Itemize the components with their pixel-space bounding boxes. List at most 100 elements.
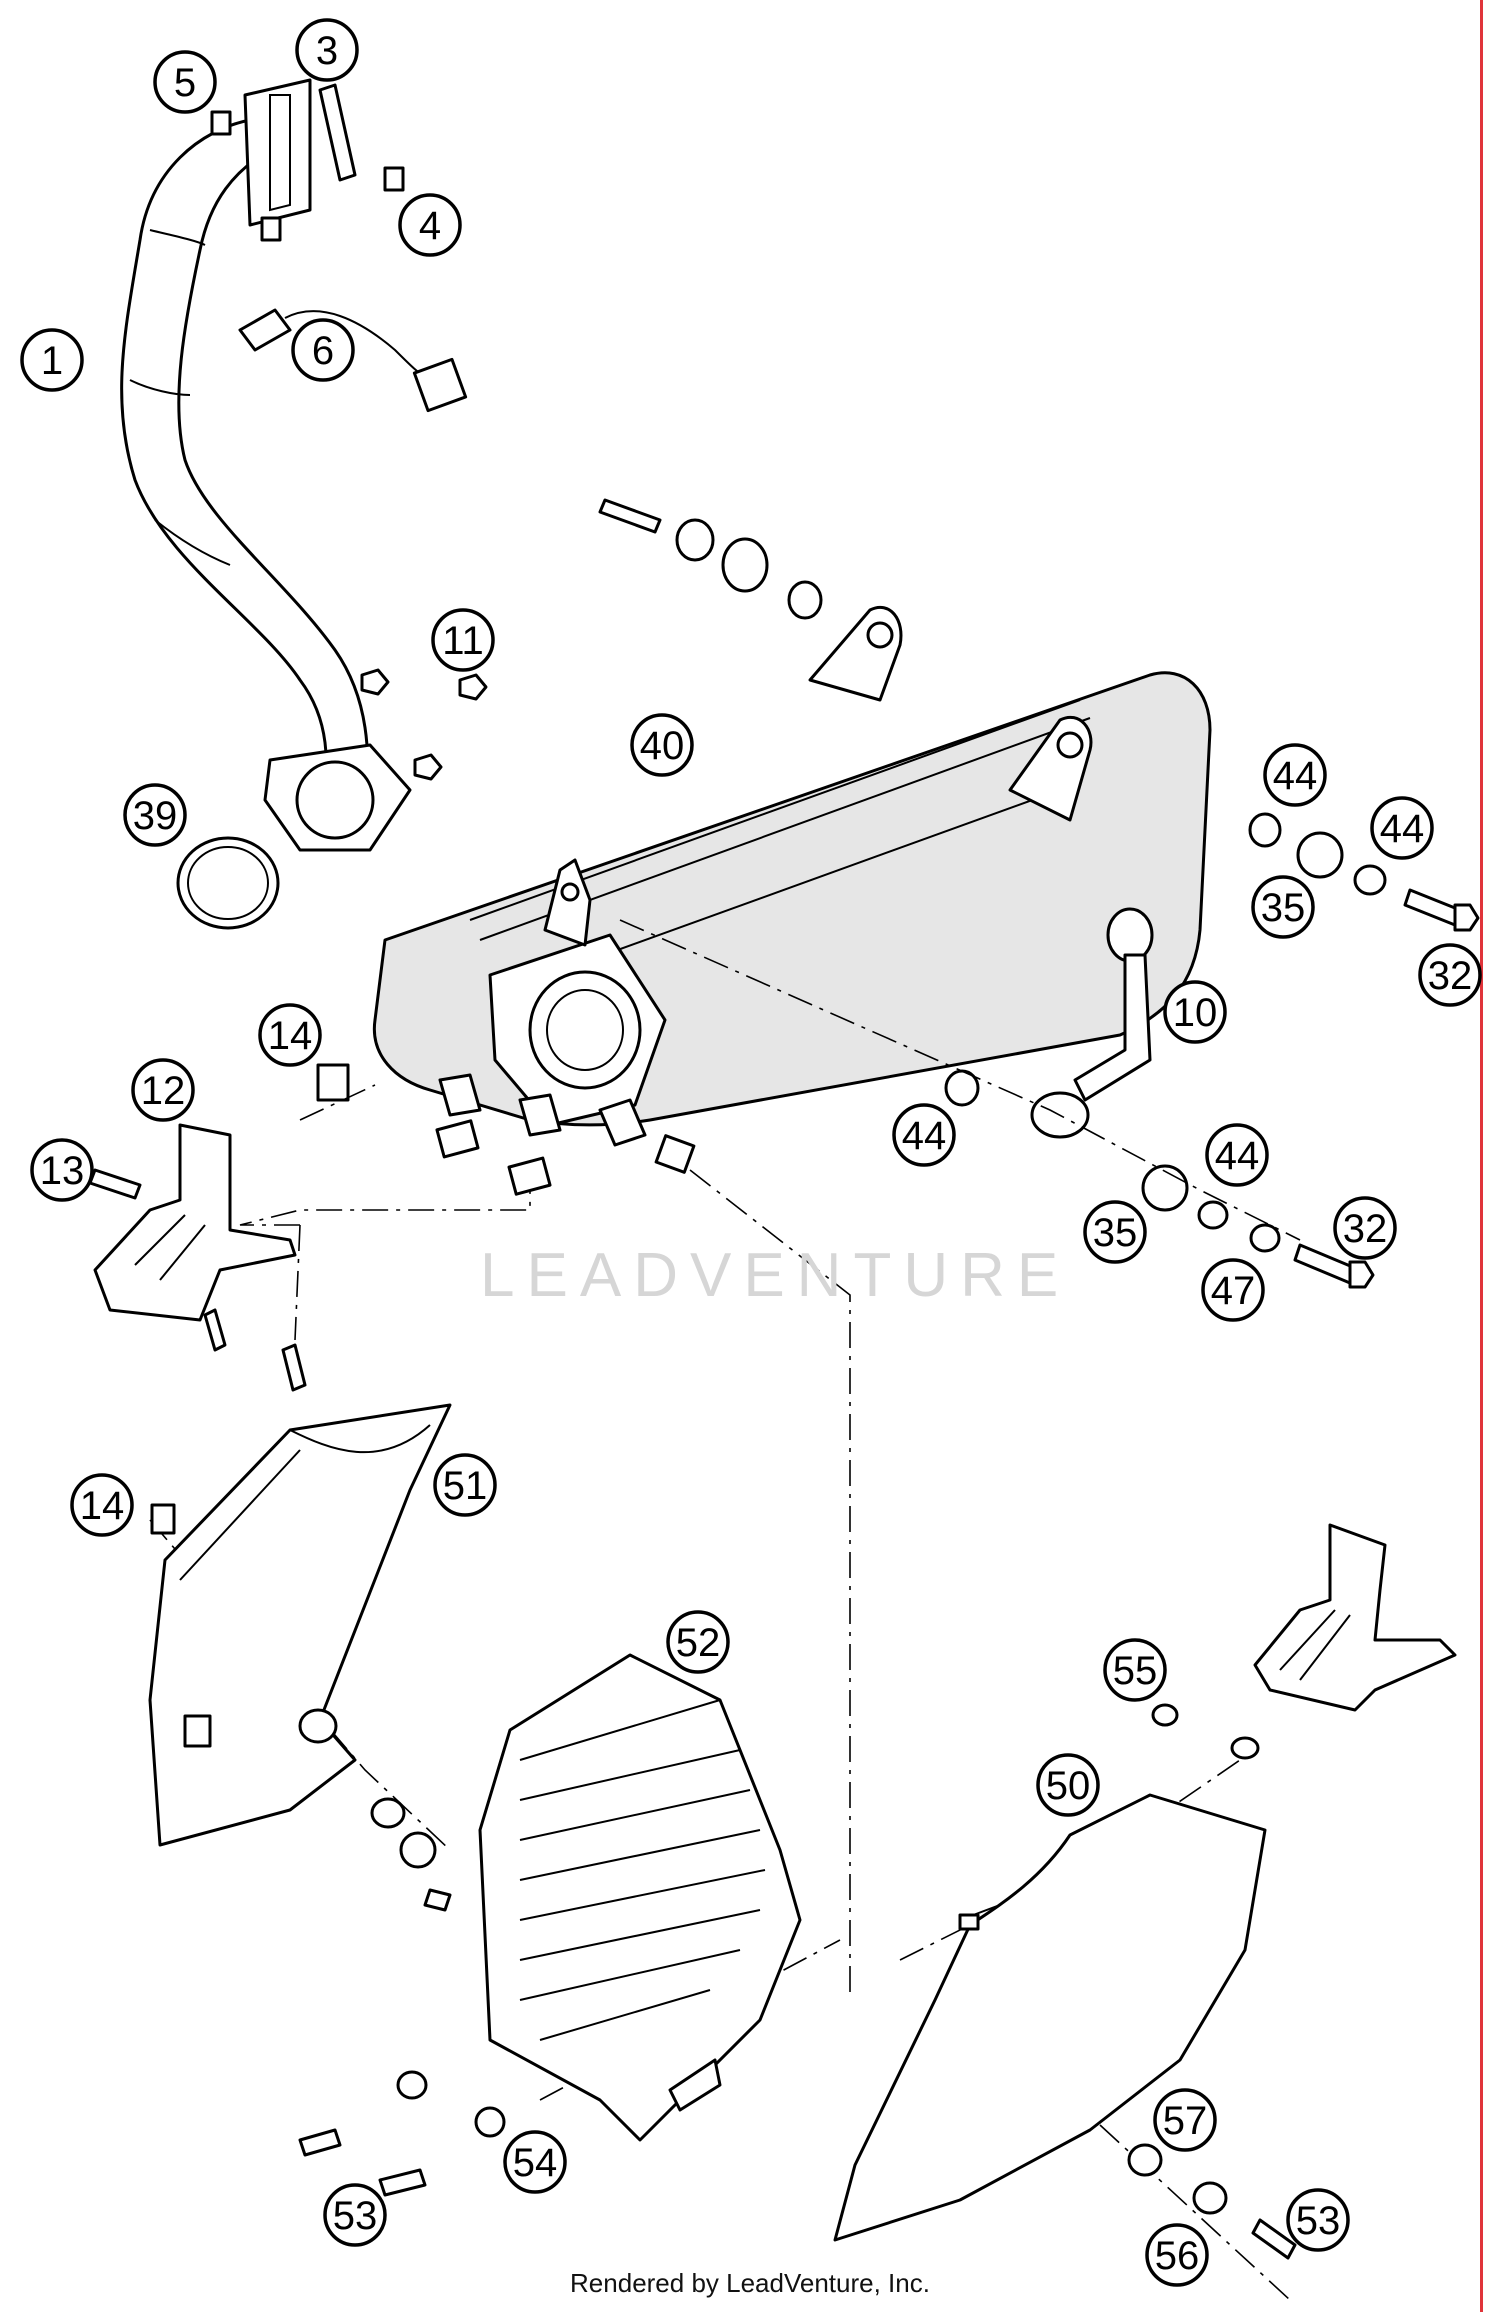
callout-44: 44: [1263, 743, 1327, 807]
callout-label: 51: [443, 1464, 488, 1508]
callout-label: 12: [141, 1069, 186, 1113]
callout-circle: [30, 1138, 94, 1202]
left-mount-bracket: [88, 1063, 696, 1392]
callout-circle: [433, 1453, 497, 1517]
callout-circle: [153, 50, 217, 114]
callout-label: 3: [316, 29, 338, 73]
callout-label: 47: [1211, 1269, 1256, 1313]
callout-label: 53: [1296, 2199, 1341, 2243]
callout-circle: [1201, 1258, 1265, 1322]
callout-14: 14: [258, 1003, 322, 1067]
callout-12: 12: [131, 1058, 195, 1122]
callout-label: 54: [513, 2141, 558, 2185]
callout-label: 35: [1093, 1211, 1138, 1255]
callout-label: 44: [902, 1114, 947, 1158]
callout-label: 14: [268, 1014, 313, 1058]
callout-label: 40: [640, 724, 685, 768]
callout-circle: [431, 608, 495, 672]
callout-circle: [1418, 943, 1482, 1007]
callout-4: 4: [398, 193, 462, 257]
callout-circle: [323, 2183, 387, 2247]
callout-circle: [1163, 980, 1227, 1044]
callout-44: 44: [1370, 796, 1434, 860]
muffler-hanger-bracket: [1030, 907, 1154, 1139]
callout-47: 47: [1201, 1258, 1265, 1322]
callout-circle: [291, 318, 355, 382]
callout-51: 51: [433, 1453, 497, 1517]
callout-label: 5: [174, 61, 196, 105]
callout-circle: [295, 18, 359, 82]
callout-label: 44: [1215, 1134, 1260, 1178]
left-heat-shield: [148, 1403, 452, 1912]
callout-1: 1: [20, 328, 84, 392]
callout-label: 52: [676, 1621, 721, 1665]
callout-circle: [1036, 1753, 1100, 1817]
callout-circle: [1370, 796, 1434, 860]
callout-50: 50: [1036, 1753, 1100, 1817]
callout-circle: [123, 783, 187, 847]
callout-circle: [1145, 2223, 1209, 2287]
watermark-text: LEADVENTURE: [480, 1241, 1071, 1310]
callout-54: 54: [503, 2130, 567, 2194]
muffler-body: [372, 606, 1212, 1147]
page-edge-line: [1480, 0, 1483, 2312]
callout-circle: [503, 2130, 567, 2194]
callout-circle: [20, 328, 84, 392]
callout-53: 53: [1286, 2188, 1350, 2252]
callout-label: 11: [442, 619, 484, 663]
callout-44: 44: [1205, 1123, 1269, 1187]
gasket-ring: [176, 836, 280, 930]
callout-circle: [1333, 1196, 1397, 1260]
callout-52: 52: [666, 1610, 730, 1674]
callout-35: 35: [1251, 875, 1315, 939]
callout-label: 10: [1173, 991, 1218, 1035]
callout-5: 5: [153, 50, 217, 114]
callout-10: 10: [1163, 980, 1227, 1044]
callout-circle: [1083, 1200, 1147, 1264]
right-mount-bracket: [1151, 1523, 1457, 1760]
callout-circle: [1103, 1638, 1167, 1702]
right-mount-hardware: [944, 812, 1480, 1289]
callout-39: 39: [123, 783, 187, 847]
muffler-grille-guard: [478, 1653, 802, 2142]
clamp-pieces: [210, 110, 405, 242]
callout-circle: [398, 193, 462, 257]
callout-label: 6: [312, 329, 334, 373]
callout-14: 14: [70, 1473, 134, 1537]
lambda-sensor: [238, 308, 468, 413]
callout-56: 56: [1145, 2223, 1209, 2287]
callout-57: 57: [1153, 2088, 1217, 2152]
callout-circle: [1205, 1123, 1269, 1187]
callout-label: 44: [1273, 754, 1318, 798]
callout-label: 44: [1380, 807, 1425, 851]
callout-circle: [1153, 2088, 1217, 2152]
callout-circle: [1286, 2188, 1350, 2252]
header-pipe: [120, 78, 412, 852]
callout-label: 50: [1046, 1764, 1091, 1808]
callout-circle: [892, 1103, 956, 1167]
callout-label: 55: [1113, 1649, 1158, 1693]
callout-55: 55: [1103, 1638, 1167, 1702]
callout-circle: [258, 1003, 322, 1067]
callout-label: 13: [40, 1149, 85, 1193]
callout-11: 11: [431, 608, 495, 672]
gasket: [318, 83, 357, 182]
flange-nuts: [360, 668, 488, 781]
callout-32: 32: [1333, 1196, 1397, 1260]
callout-label: 32: [1343, 1207, 1388, 1251]
callout-35: 35: [1083, 1200, 1147, 1264]
callout-32: 32: [1418, 943, 1482, 1007]
callout-44: 44: [892, 1103, 956, 1167]
callout-label: 53: [333, 2194, 378, 2238]
callout-circle: [1251, 875, 1315, 939]
callout-label: 35: [1261, 886, 1306, 930]
grille-fasteners: [298, 2070, 506, 2197]
footer-credit: Rendered by LeadVenture, Inc.: [570, 2268, 930, 2298]
callout-3: 3: [295, 18, 359, 82]
upper-mount-hardware: [598, 498, 823, 620]
callout-label: 57: [1163, 2099, 1208, 2143]
callout-circle: [630, 713, 694, 777]
callout-53: 53: [323, 2183, 387, 2247]
